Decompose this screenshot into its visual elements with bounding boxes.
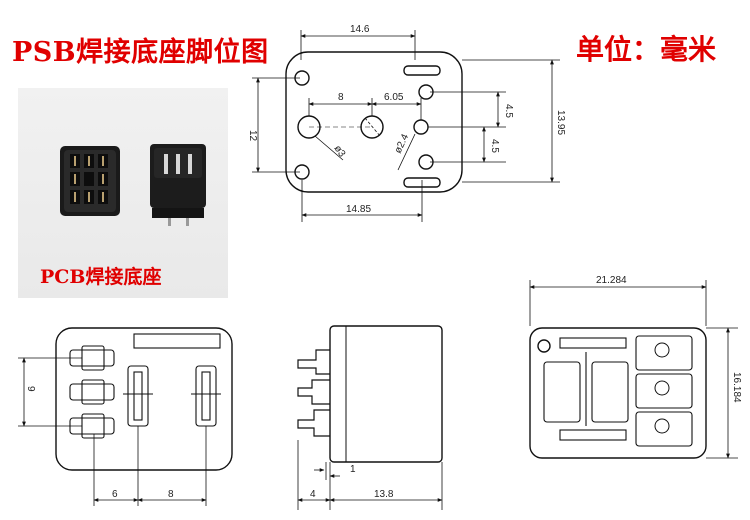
page-title: PSB焊接底座脚位图 (12, 37, 269, 68)
front-pin-view (55, 327, 233, 471)
dim-side-body: 13.8 (374, 489, 394, 500)
dim-offset-lower: 4.5 (489, 139, 500, 153)
photo-caption: PCB焊接底座 (40, 266, 162, 288)
side-view (297, 325, 443, 463)
dia-small-label: ø3 (332, 143, 348, 159)
dim-h1: 6 (112, 489, 118, 500)
side-body (329, 325, 443, 463)
product-photo (18, 88, 228, 298)
dim-pin-pitch: 9 (25, 386, 36, 392)
side-pins (297, 349, 330, 437)
unit-label: 单位：毫米 (576, 33, 717, 66)
dim-bottom-width: 21.284 (596, 275, 627, 286)
dim-bottom-height: 16.184 (731, 372, 742, 403)
bottom-outline (529, 327, 707, 459)
dim-side-small: 1 (350, 464, 356, 475)
front-outline (55, 327, 233, 471)
dim-center-right: 6.05 (384, 92, 404, 103)
dim-right-height: 13.95 (555, 110, 566, 135)
dim-bottom-width: 14.85 (346, 204, 371, 215)
dim-h2: 8 (168, 489, 174, 500)
bottom-view (529, 327, 707, 459)
dim-left-height: 12 (247, 130, 258, 142)
dim-center-left: 8 (338, 92, 344, 103)
footprint-outline (285, 51, 463, 193)
dim-top-width: 14.6 (350, 24, 370, 35)
top-footprint-view (285, 51, 463, 193)
bottom-hole (537, 339, 551, 353)
socket-photo-illustration (60, 144, 206, 226)
front-top-slot (133, 333, 221, 349)
socket-top-view-image (60, 146, 120, 216)
dia-large-label: ø2.4 (393, 132, 412, 155)
dim-side-pin: 4 (310, 489, 316, 500)
dim-offset-upper: 4.5 (503, 104, 514, 118)
hole-mid-right (413, 119, 429, 135)
socket-angled-view-image (150, 144, 206, 226)
slot-top (403, 65, 441, 76)
